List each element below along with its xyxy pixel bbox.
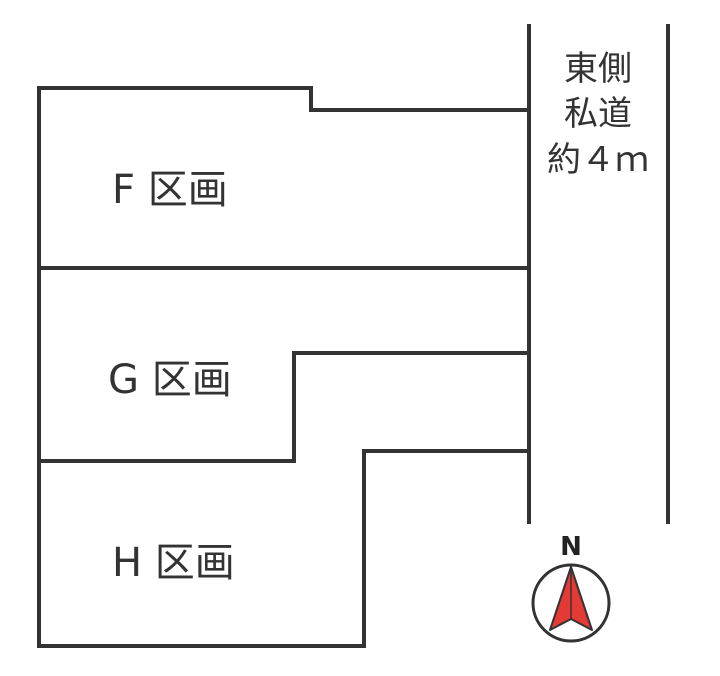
lot-h-boundary xyxy=(37,449,528,648)
lot-g-label: G 区画 xyxy=(108,357,232,403)
road-label-line-2: 私道 xyxy=(564,94,632,134)
north-compass: N xyxy=(531,532,611,643)
lot-g-boundary xyxy=(37,268,528,463)
lot-f-label: F 区画 xyxy=(112,167,228,213)
road-label-line-3: 約４ｍ xyxy=(547,140,649,180)
compass-ring-icon xyxy=(531,563,611,643)
road-label-line-1: 東側 xyxy=(564,49,632,89)
lot-h-label: H 区画 xyxy=(112,540,235,586)
north-letter: N xyxy=(560,532,582,562)
lot-f-boundary xyxy=(37,86,528,268)
